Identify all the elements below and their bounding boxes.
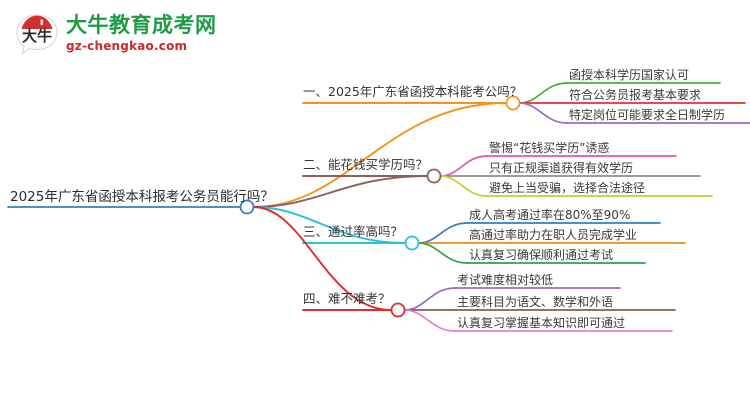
- logo-mark-text: 大牛: [22, 27, 52, 45]
- logo-subtitle: gz-chengkao.com: [66, 39, 188, 53]
- logo-title: 大牛教育成考网: [66, 13, 217, 37]
- leaf-label-3-1[interactable]: 成人高考通过率在80%至90%: [469, 208, 631, 222]
- logo-text-group: 大牛教育成考网 gz-chengkao.com: [66, 13, 217, 54]
- leaf-label-1-2[interactable]: 符合公务员报考基本要求: [569, 88, 702, 102]
- leaf-label-4-3[interactable]: 认真复习掌握基本知识即可通过: [457, 316, 626, 330]
- leaf-label-2-1[interactable]: 警惕“花钱买学历”诱惑: [489, 141, 610, 155]
- mindmap-node-dot[interactable]: [505, 95, 521, 111]
- mindmap-node-dot[interactable]: [239, 199, 255, 215]
- mindmap-node-dot[interactable]: [426, 168, 442, 184]
- mindmap-node-dot[interactable]: [390, 302, 406, 318]
- leaf-label-2-2[interactable]: 只有正规渠道获得有效学历: [489, 161, 634, 175]
- leaf-label-4-1[interactable]: 考试难度相对较低: [457, 273, 554, 287]
- leaf-label-4-2[interactable]: 主要科目为语文、数学和外语: [457, 295, 614, 309]
- leaf-label-3-2[interactable]: 高通过率助力在职人员完成学业: [469, 228, 638, 242]
- mindmap-node-dot[interactable]: [404, 235, 420, 251]
- branch-label-2[interactable]: 二、能花钱买学历吗？: [303, 157, 429, 172]
- root-node-label[interactable]: 2025年广东省函授本科报考公务员能行吗？: [10, 189, 274, 205]
- leaf-label-3-3[interactable]: 认真复习确保顺利通过考试: [469, 248, 614, 262]
- branch-label-4[interactable]: 四、难不难考？: [303, 291, 391, 306]
- leaf-label-2-3[interactable]: 避免上当受骗，选择合法途径: [489, 181, 646, 195]
- leaf-label-1-1[interactable]: 函授本科学历国家认可: [569, 68, 690, 82]
- leaf-label-1-3[interactable]: 特定岗位可能要求全日制学历: [569, 108, 726, 122]
- logo-mark-icon: 大牛: [16, 14, 58, 55]
- branch-label-3[interactable]: 三、通过率高吗？: [303, 224, 404, 239]
- branch-label-1[interactable]: 一、2025年广东省函授本科能考公吗？: [303, 84, 523, 99]
- site-logo: 大牛 大牛教育成考网 gz-chengkao.com: [14, 10, 244, 60]
